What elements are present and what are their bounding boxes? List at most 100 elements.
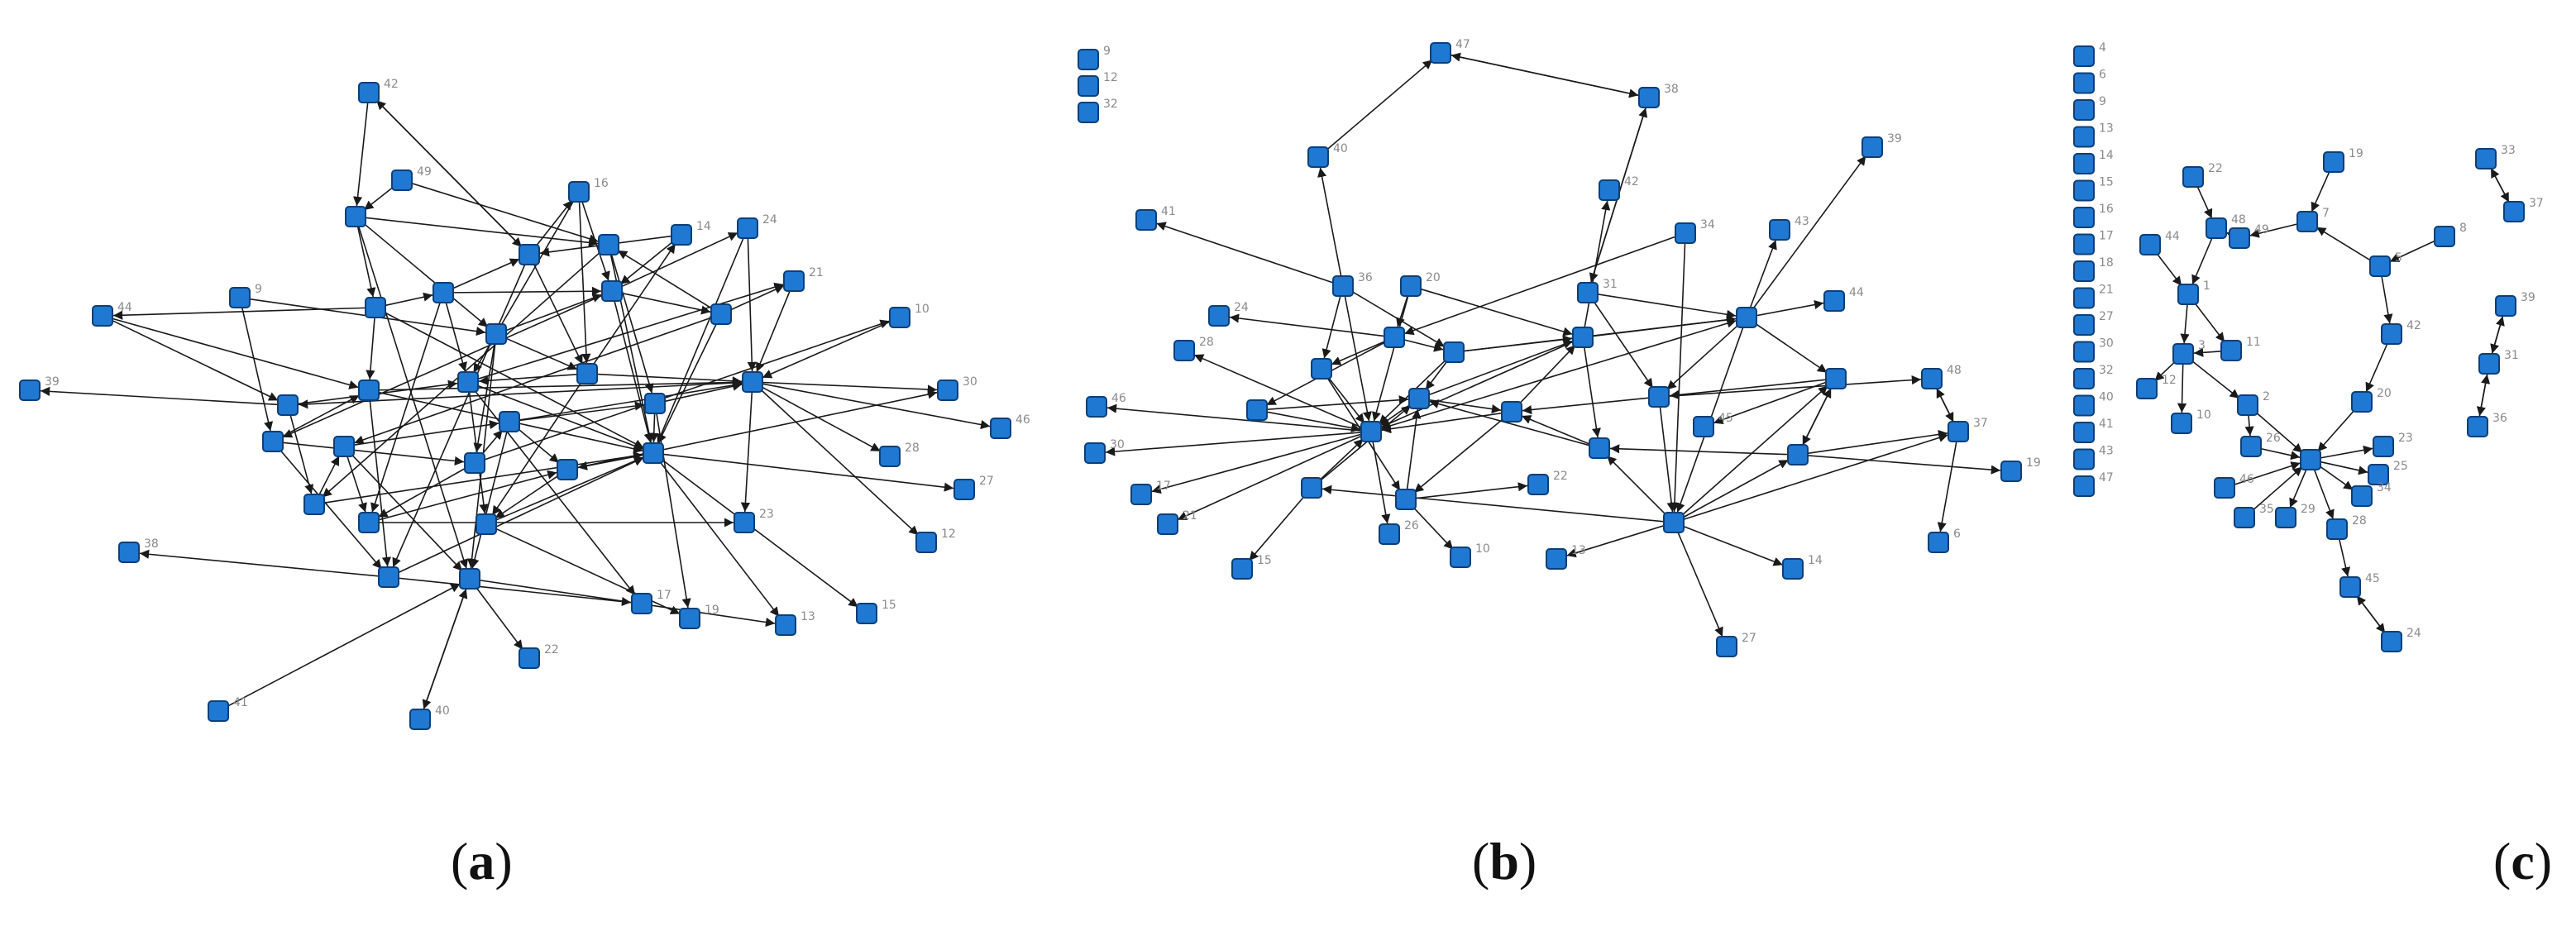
node-square	[358, 82, 380, 103]
caption-c: (c)	[2493, 835, 2552, 888]
network-node	[1395, 489, 1417, 510]
network-node: 47	[2073, 471, 2114, 497]
node-square	[1078, 102, 1099, 123]
network-node	[1311, 358, 1332, 380]
node-square	[2073, 448, 2095, 470]
node-label: 45	[1718, 412, 1733, 425]
network-node: 20	[2351, 387, 2392, 413]
node-square	[1384, 327, 1405, 348]
node-label: 22	[544, 643, 559, 656]
node-square	[2172, 343, 2194, 365]
network-edge	[112, 307, 366, 320]
network-node: 13	[775, 610, 815, 636]
network-node	[303, 494, 325, 515]
node-label: 43	[1795, 215, 1809, 228]
network-node	[643, 442, 664, 464]
network-edge	[1193, 354, 1363, 428]
network-node: 13	[1546, 544, 1586, 570]
node-square	[2240, 436, 2262, 457]
node-label: 20	[1426, 271, 1441, 284]
network-edge	[2289, 468, 2308, 508]
node-label: 20	[2377, 387, 2392, 400]
network-node: 31	[2478, 349, 2519, 375]
node-label: 1	[2203, 279, 2210, 293]
node-square	[915, 532, 937, 553]
node-square	[208, 700, 229, 722]
network-node: 10	[889, 303, 930, 328]
network-edge	[578, 201, 591, 364]
node-square	[1078, 75, 1099, 97]
network-edge	[318, 456, 340, 496]
network-node: 45	[2339, 572, 2380, 598]
network-edge	[2317, 408, 2356, 452]
node-square	[2073, 126, 2095, 148]
network-edge	[576, 389, 938, 469]
node-square	[2073, 179, 2095, 202]
node-label: 9	[1103, 45, 1111, 58]
node-label: 40	[435, 704, 450, 718]
node-square	[2434, 226, 2455, 247]
network-node	[262, 431, 284, 452]
network-node	[1648, 386, 1670, 408]
network-node	[519, 244, 540, 265]
node-square	[1307, 146, 1329, 168]
node-square	[1135, 209, 1157, 231]
node-square	[1078, 49, 1099, 70]
node-label: 48	[2231, 213, 2246, 227]
node-square	[358, 512, 380, 533]
node-square	[1430, 42, 1451, 64]
network-node: 46	[1086, 392, 1126, 418]
network-edge	[1403, 236, 1676, 336]
network-node: 30	[2073, 337, 2114, 363]
network-edge	[1380, 318, 1737, 430]
network-edge	[592, 243, 676, 366]
node-square	[1675, 222, 1696, 244]
node-square	[889, 307, 910, 328]
network-node	[1787, 444, 1809, 466]
node-label: 42	[1624, 175, 1639, 189]
network-edge	[620, 232, 738, 288]
node-square	[2381, 631, 2402, 652]
network-edge	[1420, 288, 1573, 337]
node-label: 18	[2099, 256, 2114, 270]
network-node: 40	[409, 704, 450, 730]
network-node	[1408, 388, 1430, 409]
network-node: 27	[953, 475, 994, 500]
network-edge	[1517, 344, 1576, 405]
node-square	[734, 512, 755, 533]
network-edge	[656, 413, 691, 609]
node-square	[2073, 233, 2095, 255]
node-label: 42	[2406, 319, 2421, 332]
network-edge	[1676, 531, 1723, 637]
network-node: 15	[1231, 554, 1272, 580]
network-edge	[1248, 494, 1306, 561]
node-label: 39	[2521, 291, 2535, 304]
network-node: 2	[2237, 390, 2270, 416]
node-label: 25	[2393, 460, 2408, 473]
network-node	[644, 393, 666, 414]
node-square	[2323, 151, 2344, 173]
network-edge	[282, 294, 604, 438]
node-square	[19, 380, 41, 401]
network-edge	[1680, 385, 1828, 517]
node-label: 26	[1404, 519, 1419, 532]
network-edge	[241, 307, 274, 432]
node-label: 34	[2377, 481, 2392, 494]
network-node	[1384, 327, 1405, 348]
network-edge	[534, 199, 573, 248]
network-node: 3	[2172, 339, 2206, 365]
node-square	[1948, 421, 1969, 442]
network-edge	[1659, 406, 1676, 513]
network-edge	[289, 414, 314, 494]
node-square	[345, 206, 366, 227]
caption-a-close: )	[495, 832, 513, 890]
node-square	[1599, 179, 1620, 201]
node-square	[1825, 368, 1847, 389]
network-edge	[1937, 441, 1957, 532]
node-square	[1086, 396, 1107, 418]
node-square	[1546, 548, 1567, 570]
node-square	[365, 297, 386, 318]
network-node	[1246, 399, 1268, 421]
network-edge	[475, 586, 523, 651]
